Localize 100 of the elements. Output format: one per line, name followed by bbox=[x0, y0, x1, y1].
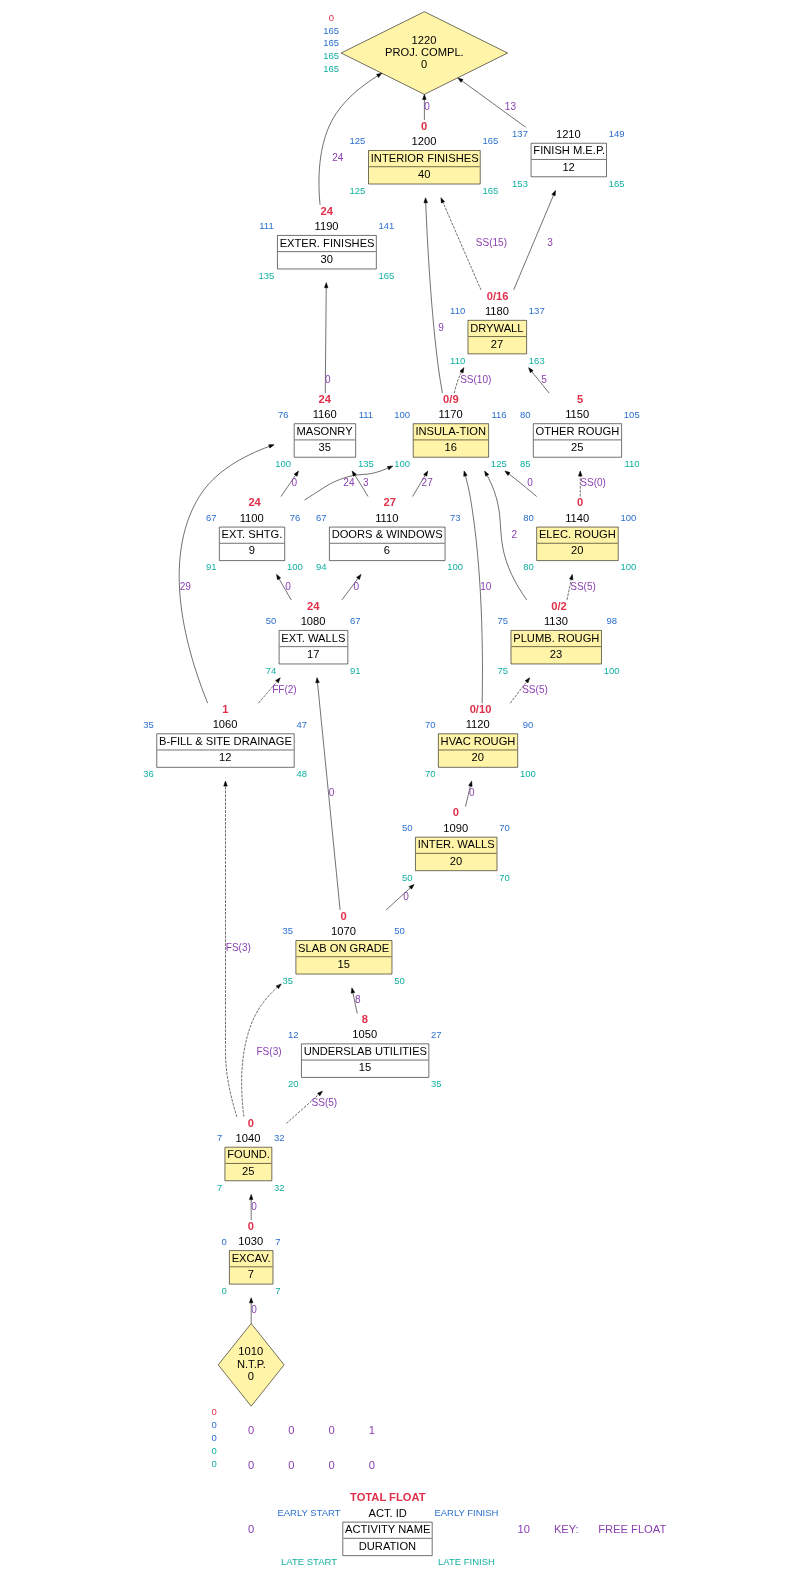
label: 0 bbox=[287, 1459, 295, 1472]
node-label: 0 bbox=[452, 806, 459, 819]
node-label: 149 bbox=[608, 128, 625, 140]
node-label: 24 bbox=[247, 496, 261, 509]
node-label: 75 bbox=[497, 664, 508, 676]
edge-label: 0 bbox=[290, 477, 297, 489]
node-label: 32 bbox=[273, 1181, 285, 1193]
node-label: 91 bbox=[205, 561, 216, 573]
node-label: 1190 bbox=[314, 219, 339, 232]
node-label: 110 bbox=[449, 354, 465, 366]
arrow bbox=[385, 884, 414, 911]
node-label: 165 bbox=[322, 24, 339, 36]
node-label: 7 bbox=[216, 1132, 222, 1144]
node-label: 0 bbox=[576, 496, 583, 509]
node-label: 1120 bbox=[465, 718, 490, 731]
node-label: 85 bbox=[519, 458, 530, 470]
node-label: 0 bbox=[211, 1406, 217, 1418]
node-label: 35 bbox=[281, 925, 293, 937]
edge-label: 0 bbox=[468, 787, 475, 799]
label: 0 bbox=[247, 1424, 254, 1437]
node-label: 67 bbox=[349, 615, 361, 627]
node-label: 125 bbox=[349, 135, 365, 147]
node-label: 100 bbox=[393, 458, 410, 470]
edge-label: SS(5) bbox=[521, 683, 548, 695]
node-label: 0/2 bbox=[550, 599, 567, 612]
arrow bbox=[178, 444, 274, 704]
edge-label: 0 bbox=[250, 1200, 257, 1212]
node-label: 80 bbox=[519, 408, 530, 420]
node-label: 111 bbox=[258, 220, 274, 232]
node-label: 1110 bbox=[374, 511, 398, 524]
node-label: 0 bbox=[211, 1431, 217, 1443]
edge-label: SS(0) bbox=[579, 477, 606, 489]
label: 10 bbox=[517, 1523, 530, 1536]
node-label: 1090 bbox=[442, 821, 468, 834]
node-label: 7 bbox=[274, 1284, 280, 1296]
node-label: 1140 bbox=[564, 511, 589, 524]
node-diamond: 1220 PROJ. COMPL. 0 bbox=[340, 11, 508, 95]
edge-label: 10 bbox=[479, 580, 491, 592]
node-label: 1150 bbox=[564, 408, 589, 421]
edge-label: SS(10) bbox=[459, 373, 491, 385]
node-label: 32 bbox=[273, 1132, 285, 1144]
arrow bbox=[566, 574, 573, 601]
node-label: 50 bbox=[393, 974, 405, 986]
node-label: 0 bbox=[211, 1419, 217, 1431]
arrow bbox=[440, 197, 481, 291]
node-label: 165 bbox=[481, 135, 498, 147]
label: 0 bbox=[328, 1424, 335, 1437]
node-label: 1100 bbox=[239, 511, 264, 524]
node-label: 165 bbox=[322, 63, 339, 75]
node-label: 67 bbox=[205, 511, 216, 523]
arrow bbox=[457, 77, 526, 128]
node-label: 75 bbox=[497, 615, 508, 627]
label: KEY: bbox=[553, 1523, 579, 1536]
node-label: 24 bbox=[319, 204, 333, 217]
node-label: 125 bbox=[349, 184, 365, 196]
node-label: 27 bbox=[383, 496, 396, 509]
node-label: 100 bbox=[286, 561, 303, 573]
node-label: 1170 bbox=[438, 408, 463, 421]
arrow bbox=[577, 470, 582, 497]
edge-label: 24 bbox=[331, 152, 343, 164]
arrow bbox=[222, 780, 237, 1118]
edge-label: 0 bbox=[352, 580, 359, 592]
edge-label: SS(5) bbox=[569, 580, 596, 592]
node-label: 165 bbox=[378, 269, 394, 281]
arrow bbox=[323, 282, 328, 394]
arrow bbox=[423, 197, 443, 394]
edge-label: FS(3) bbox=[256, 1045, 282, 1057]
node-label: 47 bbox=[295, 718, 307, 730]
node-label: 1060 bbox=[212, 718, 237, 731]
node-label: 105 bbox=[623, 408, 640, 420]
node-label: 94 bbox=[315, 561, 327, 573]
node-label: 1070 bbox=[330, 924, 356, 937]
edge-label: 0 bbox=[526, 477, 533, 489]
node-label: 35 bbox=[142, 718, 154, 730]
node-label: 12 bbox=[287, 1028, 299, 1040]
arrow bbox=[411, 470, 428, 497]
node-label: TOTAL FLOAT bbox=[349, 1491, 425, 1504]
node-label: 110 bbox=[449, 305, 465, 317]
node-label: 7 bbox=[274, 1235, 280, 1247]
node-label: 1210 bbox=[555, 127, 581, 140]
label: 0 bbox=[247, 1523, 254, 1536]
arrow bbox=[285, 1090, 323, 1124]
node-label: 100 bbox=[603, 664, 620, 676]
node-label: 0 bbox=[328, 11, 334, 23]
node-label: 50 bbox=[401, 871, 413, 883]
edge-label: 24 bbox=[342, 477, 355, 489]
edge-label: 5 bbox=[540, 373, 547, 385]
arrow bbox=[527, 367, 549, 394]
node-label: 50 bbox=[401, 822, 413, 834]
node-label: 24 bbox=[306, 599, 319, 612]
node-label: 141 bbox=[378, 220, 394, 232]
node-label: EARLY FINISH bbox=[433, 1507, 498, 1519]
node-label: 165 bbox=[481, 184, 498, 196]
node-label: 70 bbox=[498, 822, 510, 834]
node-label: 165 bbox=[608, 177, 625, 189]
node-label: 70 bbox=[498, 871, 510, 883]
arrow bbox=[315, 677, 340, 911]
arrow bbox=[483, 470, 527, 601]
node-label: 0 bbox=[211, 1444, 217, 1456]
node-label: 67 bbox=[315, 511, 327, 523]
